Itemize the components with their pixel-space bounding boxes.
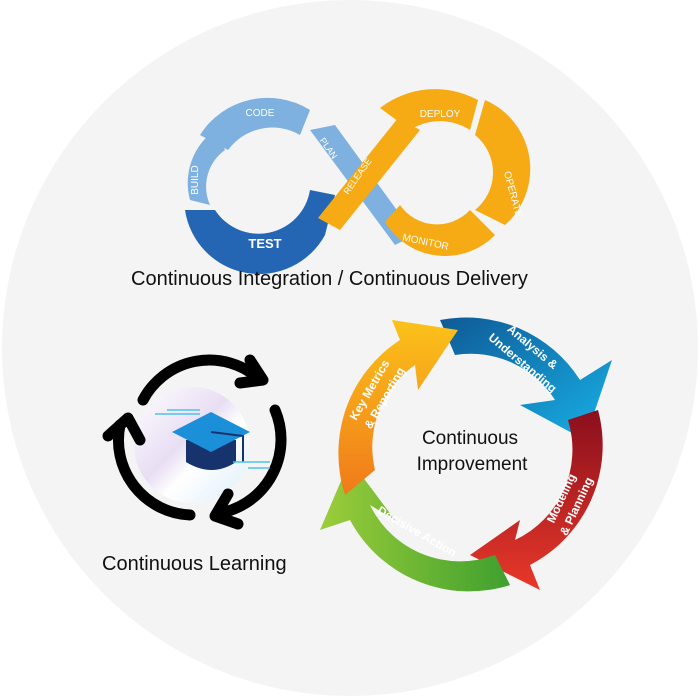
loop-segment-build [187,130,225,205]
loop-segment-test [185,190,335,275]
loop-segment-operate [475,100,531,225]
loop-segment-monitor [385,205,495,256]
stage-test: TEST [248,236,281,251]
devops-infinity-loop: CODE BUILD TEST PLAN RELEASE DEPLOY OPER… [185,89,531,275]
stage-deploy: DEPLOY [420,109,461,120]
stage-code: CODE [246,108,275,119]
segment-analysis [440,317,612,440]
graduation-cap-icon [155,409,270,470]
learning-caption: Continuous Learning [102,553,287,575]
improvement-center-line1: Continuous [422,428,518,449]
segment-modeling [470,410,603,590]
segment-key-metrics [338,320,458,495]
learning-cycle-icon [102,354,287,530]
stage-build: BUILD [190,165,201,194]
loop-segment-deploy [380,89,478,130]
loop-segment-code [200,97,310,150]
improvement-center-line2: Improvement [417,454,529,475]
improvement-cycle: Analysis & Understanding Modeling & Plan… [320,317,612,592]
segment-decisive [320,460,510,592]
loop-segment-release [318,118,420,230]
devops-caption: Continuous Integration / Continuous Deli… [131,268,528,290]
